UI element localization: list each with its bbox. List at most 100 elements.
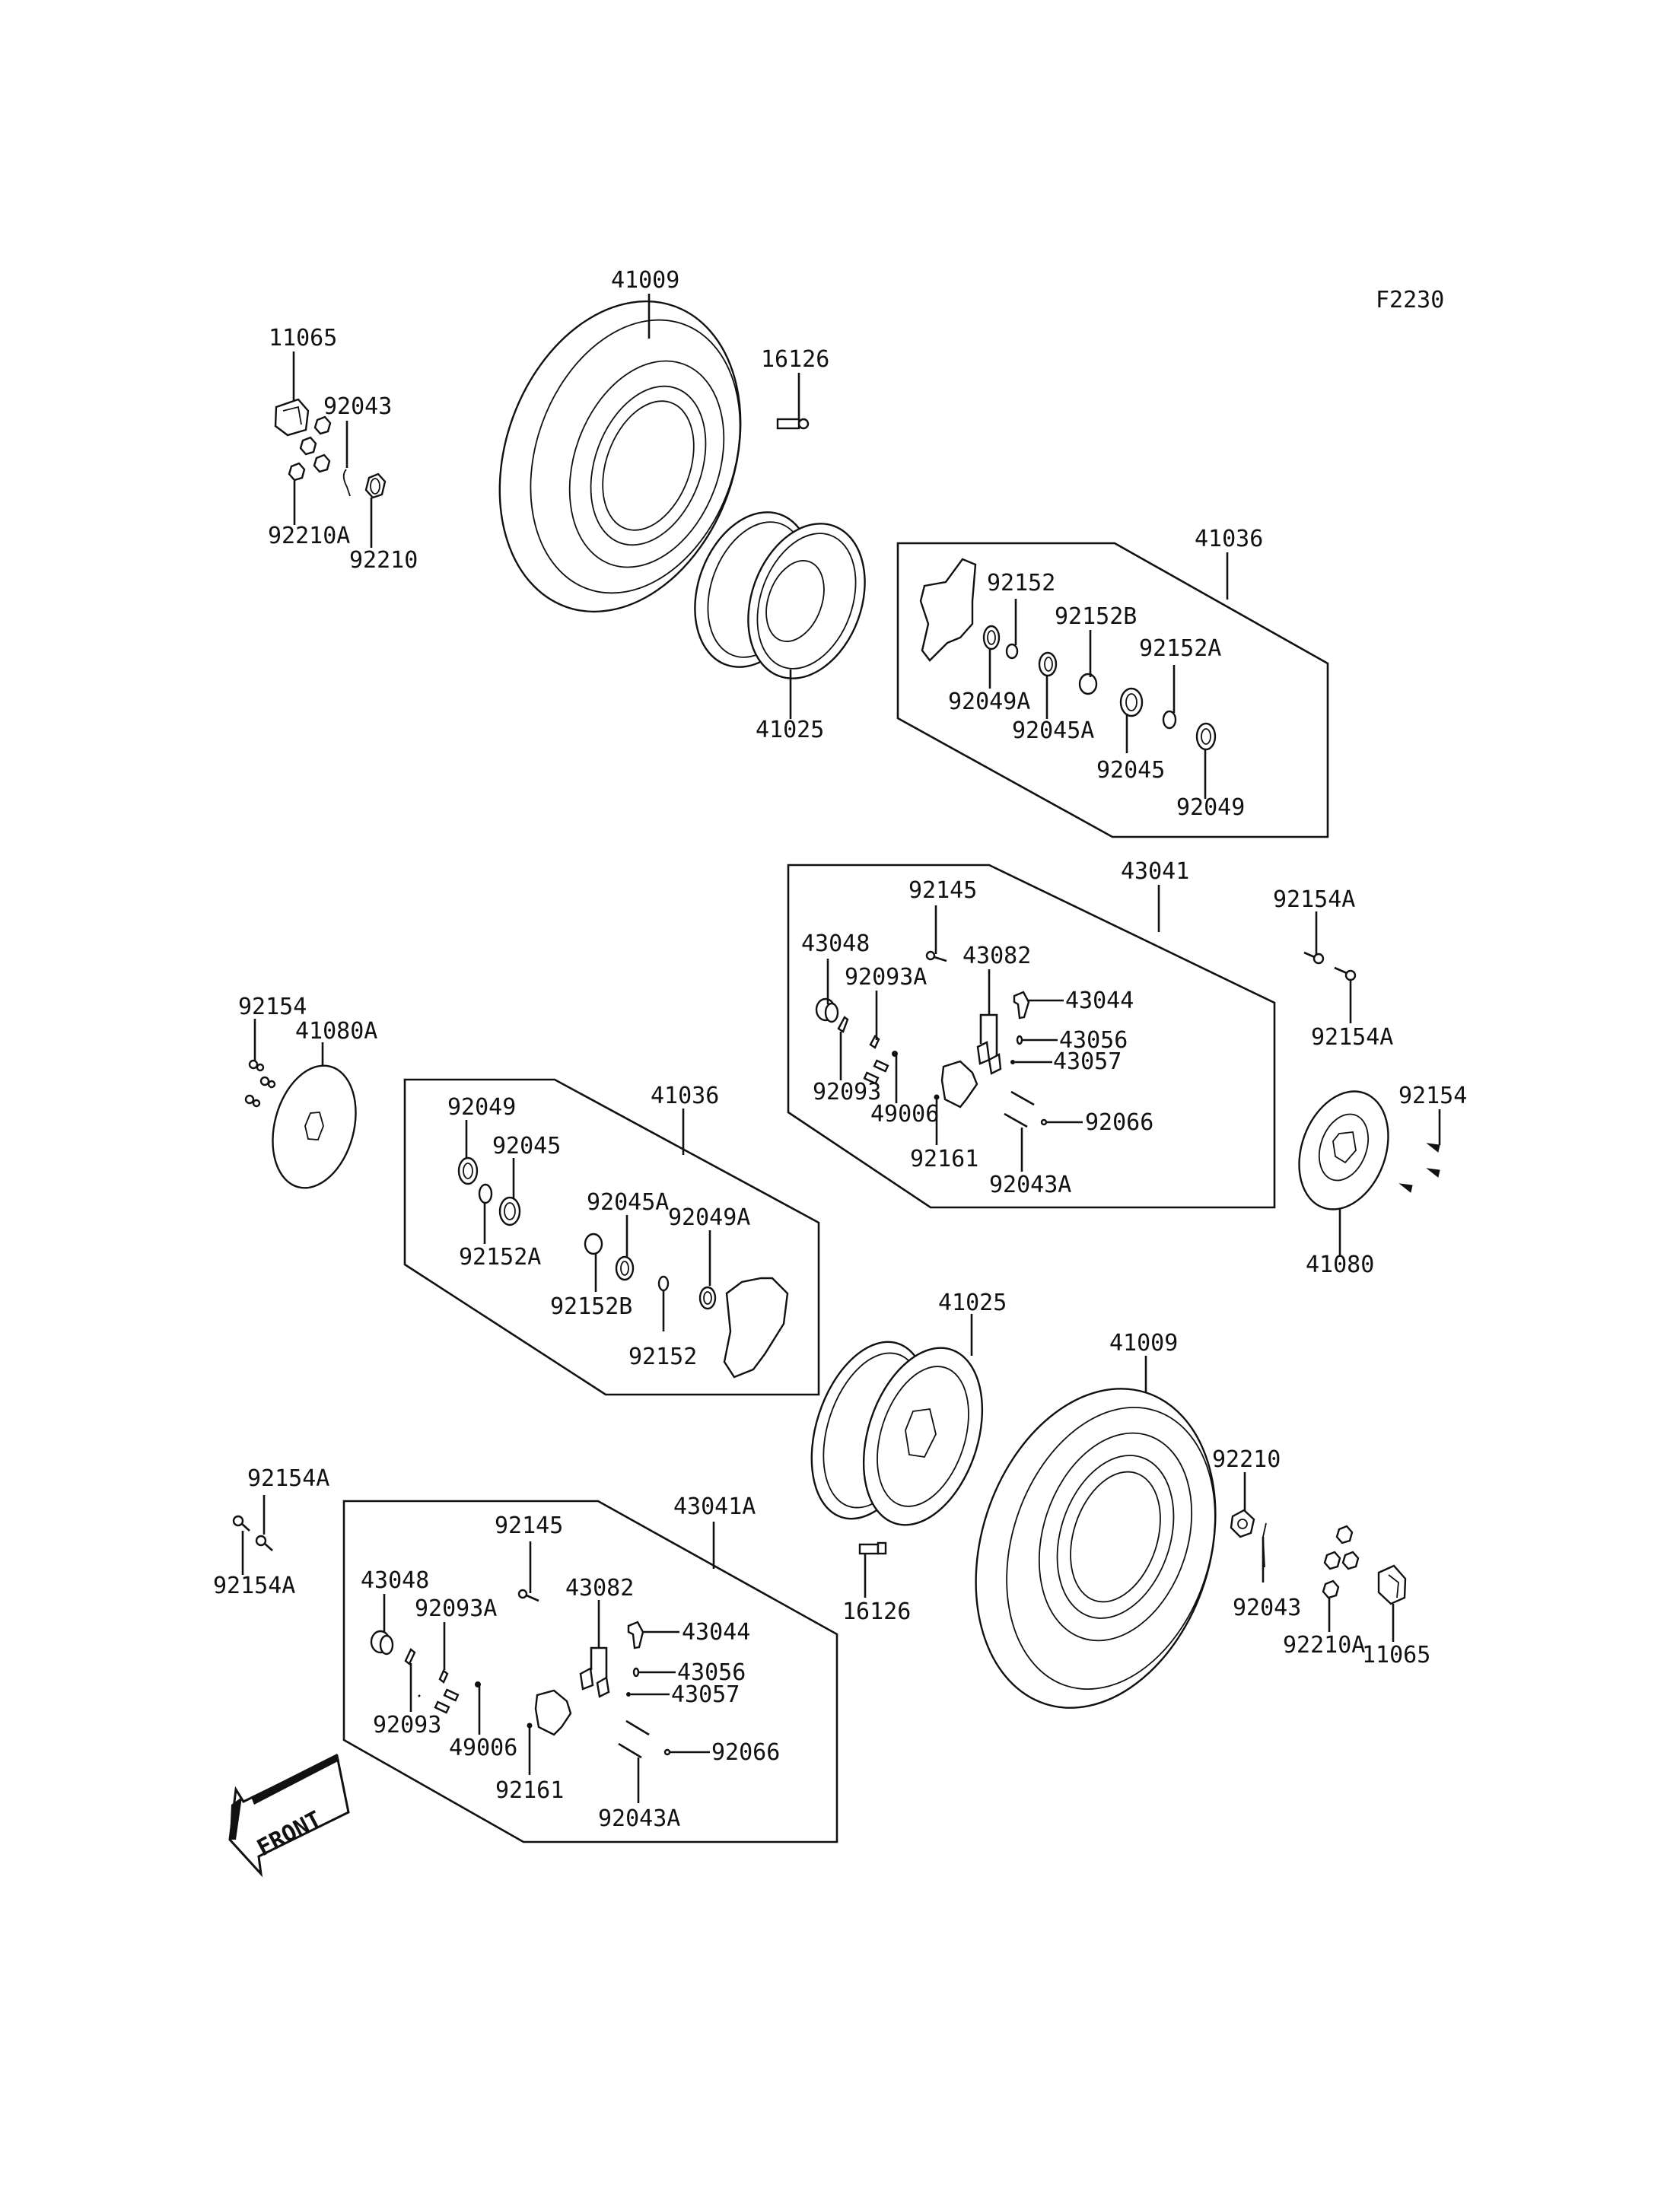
part-label-41025-lower[interactable]: 41025: [938, 1290, 1007, 1316]
part-label-92145[interactable]: 92145: [908, 877, 977, 904]
part-label-92152A-lower[interactable]: 92152A: [459, 1244, 541, 1271]
caliper-bolt-icon[interactable]: [232, 1515, 273, 1551]
bearing-icon[interactable]: [615, 1255, 635, 1281]
part-label-41080[interactable]: 41080: [1306, 1252, 1374, 1278]
part-label-43048-lower[interactable]: 43048: [361, 1567, 429, 1594]
wheel-nuts-icon[interactable]: [1322, 1525, 1360, 1599]
collar-icon[interactable]: [478, 1183, 493, 1204]
bleeder-icon[interactable]: [925, 950, 947, 962]
part-label-43082[interactable]: 43082: [963, 943, 1031, 969]
caliper-bolt-icon[interactable]: [1303, 951, 1325, 965]
part-label-92093[interactable]: 92093: [813, 1079, 881, 1105]
caliper-body-icon[interactable]: [940, 1060, 978, 1109]
part-label-43044-lower[interactable]: 43044: [682, 1619, 750, 1646]
part-label-92045[interactable]: 92045: [1096, 757, 1165, 784]
part-label-92152[interactable]: 92152: [987, 570, 1055, 596]
part-label-43056[interactable]: 43056: [1059, 1027, 1128, 1054]
disc-bolts-icon[interactable]: [244, 1059, 276, 1108]
part-label-92045-lower[interactable]: 92045: [492, 1133, 561, 1159]
part-label-92066-lower[interactable]: 92066: [711, 1739, 780, 1766]
wheel-nuts-icon[interactable]: [288, 415, 332, 482]
part-label-16126-lower[interactable]: 16126: [842, 1598, 911, 1625]
valve-icon[interactable]: [858, 1541, 887, 1555]
part-label-92049A[interactable]: 92049A: [948, 689, 1030, 715]
clip-icon[interactable]: [1040, 1118, 1048, 1126]
part-label-92145-lower[interactable]: 92145: [495, 1513, 563, 1539]
seal-icon[interactable]: [837, 1016, 849, 1033]
part-label-92154A-lower-1[interactable]: 92154A: [247, 1465, 329, 1492]
rim-icon[interactable]: [674, 496, 885, 695]
caliper-bolt-icon[interactable]: [1334, 966, 1357, 981]
part-label-92210[interactable]: 92210: [349, 547, 418, 574]
part-label-92152-lower[interactable]: 92152: [628, 1344, 697, 1370]
piston-icon[interactable]: [370, 1630, 394, 1656]
part-label-92066[interactable]: 92066: [1085, 1109, 1153, 1136]
part-label-92093A[interactable]: 92093A: [845, 964, 927, 991]
tire-icon[interactable]: [937, 1357, 1255, 1739]
part-label-43082-lower[interactable]: 43082: [565, 1575, 634, 1602]
brake-pads-icon[interactable]: [579, 1667, 610, 1698]
bracket-icon[interactable]: [627, 1621, 644, 1649]
part-label-49006-lower[interactable]: 49006: [449, 1735, 517, 1761]
part-label-92045A-lower[interactable]: 92045A: [587, 1189, 669, 1216]
part-label-41009-lower[interactable]: 41009: [1109, 1330, 1178, 1357]
seal-icon[interactable]: [869, 1035, 880, 1049]
bearing-icon[interactable]: [1038, 651, 1058, 677]
seal-icon[interactable]: [698, 1286, 717, 1310]
part-label-43041[interactable]: 43041: [1121, 858, 1189, 885]
part-label-92154A-1[interactable]: 92154A: [1273, 886, 1355, 913]
bracket-icon[interactable]: [1013, 991, 1030, 1019]
castle-nut-icon[interactable]: [364, 472, 387, 499]
cap-icon[interactable]: [1377, 1564, 1407, 1605]
part-label-92043[interactable]: 92043: [323, 393, 392, 420]
boot-icon[interactable]: [1016, 1035, 1023, 1045]
seal-icon[interactable]: [438, 1669, 449, 1684]
part-label-43044[interactable]: 43044: [1065, 988, 1134, 1014]
part-label-43057[interactable]: 43057: [1053, 1048, 1122, 1075]
part-label-92043A[interactable]: 92043A: [989, 1172, 1071, 1198]
part-label-92049[interactable]: 92049: [1176, 794, 1245, 821]
brake-disc-icon[interactable]: [1284, 1079, 1404, 1222]
part-label-16126[interactable]: 16126: [761, 346, 829, 373]
part-label-92152B[interactable]: 92152B: [1055, 603, 1137, 630]
part-label-92161-lower[interactable]: 92161: [495, 1777, 564, 1804]
part-label-92154A-2[interactable]: 92154A: [1311, 1024, 1393, 1051]
part-label-92154-left[interactable]: 92154: [238, 994, 307, 1020]
bearing-icon[interactable]: [498, 1196, 521, 1226]
boot-icon[interactable]: [632, 1667, 640, 1678]
part-label-43041A[interactable]: 43041A: [673, 1493, 756, 1520]
disc-bolts-icon[interactable]: [1398, 1143, 1440, 1193]
cotter-pin-icon[interactable]: [342, 469, 351, 497]
part-label-92210-lower[interactable]: 92210: [1212, 1446, 1281, 1473]
part-label-92154[interactable]: 92154: [1398, 1083, 1467, 1109]
part-label-92045A[interactable]: 92045A: [1012, 717, 1094, 744]
piston-icon[interactable]: [815, 997, 839, 1023]
clip-icon[interactable]: [663, 1748, 671, 1756]
cap-icon[interactable]: [274, 398, 310, 437]
pad-pin-icon[interactable]: [618, 1719, 650, 1759]
part-label-41036-lower[interactable]: 41036: [651, 1083, 719, 1109]
brake-pads-icon[interactable]: [976, 1041, 1002, 1075]
part-label-92043-lower[interactable]: 92043: [1233, 1595, 1301, 1621]
valve-icon[interactable]: [776, 418, 810, 430]
seal-icon[interactable]: [982, 625, 1001, 650]
spacer-icon[interactable]: [1078, 673, 1098, 695]
seal-icon[interactable]: [1195, 722, 1217, 751]
bearing-icon[interactable]: [1119, 687, 1144, 717]
boot-icon[interactable]: [1010, 1060, 1015, 1064]
part-label-92152B-lower[interactable]: 92152B: [550, 1293, 632, 1320]
part-label-41036[interactable]: 41036: [1195, 526, 1263, 552]
part-label-92210A[interactable]: 92210A: [268, 523, 350, 549]
collar-icon[interactable]: [1162, 710, 1177, 730]
part-label-92093A-lower[interactable]: 92093A: [415, 1595, 497, 1622]
rim-icon[interactable]: [791, 1327, 1003, 1540]
brake-disc-icon[interactable]: [260, 1056, 369, 1197]
bleeder-icon[interactable]: [517, 1589, 539, 1602]
pin-icon[interactable]: [434, 1688, 460, 1714]
boot-icon[interactable]: [626, 1692, 631, 1697]
part-label-92210A-lower[interactable]: 92210A: [1283, 1632, 1365, 1659]
hub-icon[interactable]: [919, 558, 977, 662]
part-label-43048[interactable]: 43048: [801, 930, 870, 957]
part-label-92049A-lower[interactable]: 92049A: [668, 1204, 750, 1231]
part-label-92152A[interactable]: 92152A: [1139, 635, 1221, 662]
